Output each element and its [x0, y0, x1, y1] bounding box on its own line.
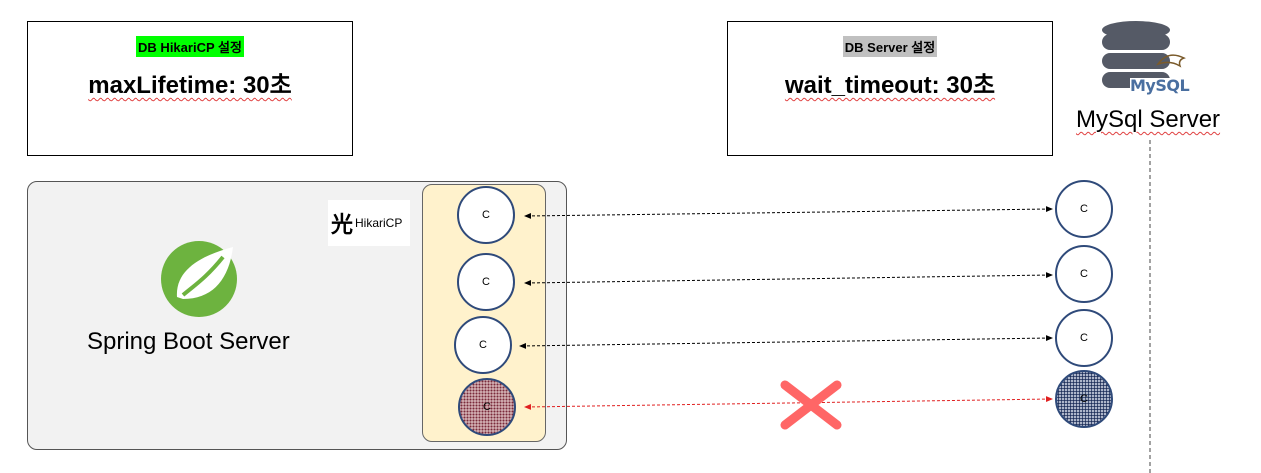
- pool-connection-expired: C: [458, 378, 516, 436]
- link-1: [524, 206, 1053, 219]
- mysql-database-icon: MySQL: [1098, 18, 1198, 98]
- db-server-config-box: DB Server 설정 wait_timeout: 30초: [727, 21, 1053, 156]
- spring-boot-server-label: Spring Boot Server: [87, 328, 290, 355]
- mysql-server-label: MySql Server: [1076, 106, 1221, 133]
- disconnect-cross-icon: [780, 380, 842, 430]
- link-3: [519, 335, 1053, 349]
- link-2: [524, 272, 1053, 286]
- link-expired: [524, 396, 1053, 410]
- pool-connection: C: [457, 253, 515, 311]
- spring-leaf-icon: [157, 239, 247, 319]
- hikaricp-logo-text: HikariCP: [355, 216, 403, 230]
- mysql-logo-text: MySQL: [1130, 76, 1190, 95]
- pool-connection: C: [457, 186, 515, 244]
- hikaricp-logo: 光 HikariCP: [328, 200, 410, 246]
- hikaricp-config-box: DB HikariCP 설정 maxLifetime: 30초: [27, 21, 353, 156]
- pool-connection: C: [454, 316, 512, 374]
- wait-timeout-setting: wait_timeout: 30초: [784, 72, 996, 99]
- max-lifetime-setting: maxLifetime: 30초: [88, 72, 292, 99]
- hikari-glyph: 光: [331, 212, 354, 238]
- db-connection: C: [1055, 245, 1113, 303]
- hikaricp-config-tag: DB HikariCP 설정: [136, 36, 244, 57]
- db-server-config-tag: DB Server 설정: [842, 36, 938, 57]
- db-connection: C: [1055, 180, 1113, 238]
- db-connection-closed: C: [1055, 370, 1113, 428]
- db-connection: C: [1055, 309, 1113, 367]
